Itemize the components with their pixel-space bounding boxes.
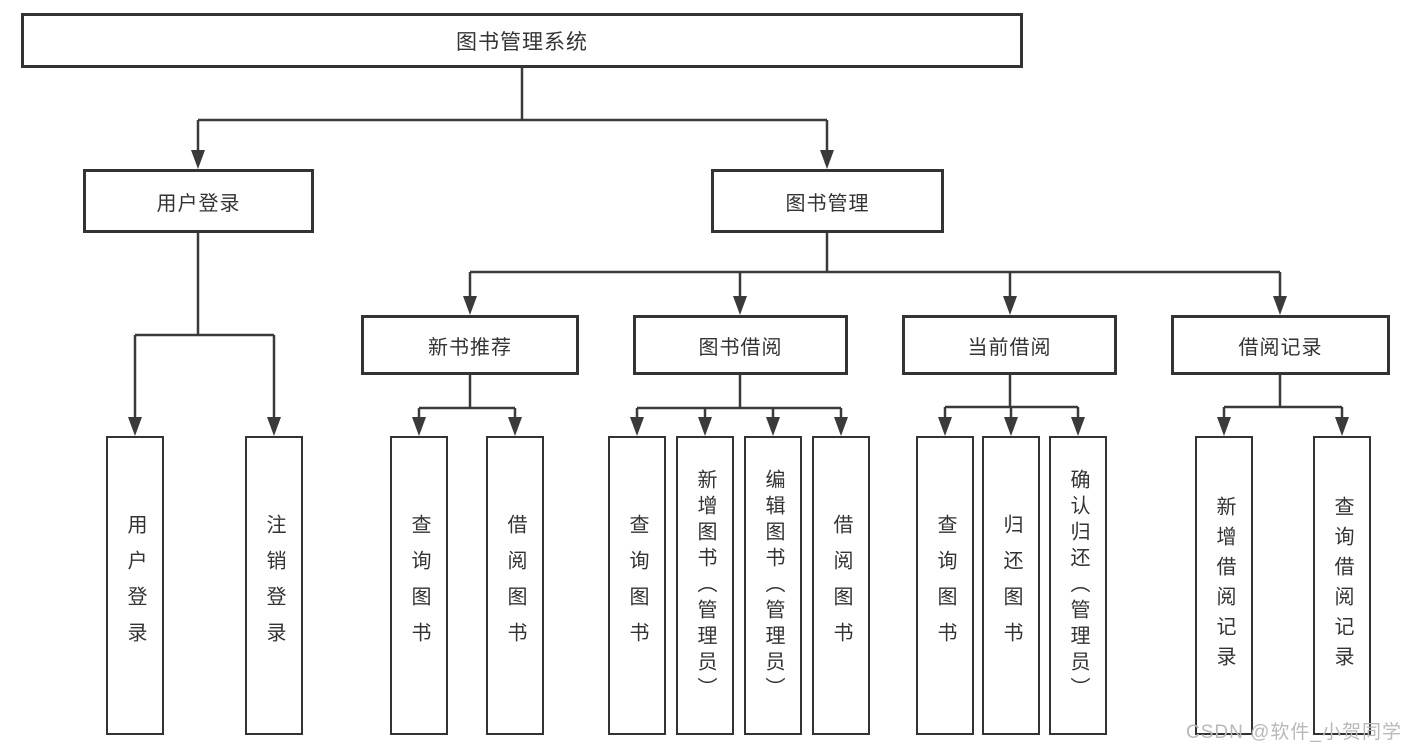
- node-logout: 注销登录: [245, 436, 303, 735]
- connector-path: [133, 68, 1344, 419]
- node-add-book-admin: 新增图书（管理员）: [676, 436, 734, 735]
- node-query-borrow-record: 查询借阅记录: [1313, 436, 1371, 735]
- node-query-books-recommend: 查询图书: [390, 436, 448, 735]
- node-user-login: 用户登录: [106, 436, 164, 735]
- node-user-login-module: 用户登录: [83, 169, 314, 233]
- node-edit-book-admin: 编辑图书（管理员）: [744, 436, 802, 735]
- node-add-borrow-record: 新增借阅记录: [1195, 436, 1253, 735]
- node-book-management-module: 图书管理: [711, 169, 944, 233]
- node-query-books-current: 查询图书: [916, 436, 974, 735]
- node-borrow-books: 借阅图书: [812, 436, 870, 735]
- arrowhead-icons: [128, 150, 1349, 436]
- csdn-watermark: CSDN @软件_小贺同学: [1186, 722, 1402, 743]
- node-library-management-system: 图书管理系统: [21, 13, 1023, 68]
- node-query-books-borrow: 查询图书: [608, 436, 666, 735]
- node-borrow-books-recommend: 借阅图书: [486, 436, 544, 735]
- node-confirm-return-admin: 确认归还（管理员）: [1049, 436, 1107, 735]
- node-return-books: 归还图书: [982, 436, 1040, 735]
- node-book-borrowing: 图书借阅: [633, 315, 848, 375]
- node-new-book-recommend: 新书推荐: [361, 315, 579, 375]
- node-borrowing-records: 借阅记录: [1171, 315, 1390, 375]
- node-current-borrowing: 当前借阅: [902, 315, 1117, 375]
